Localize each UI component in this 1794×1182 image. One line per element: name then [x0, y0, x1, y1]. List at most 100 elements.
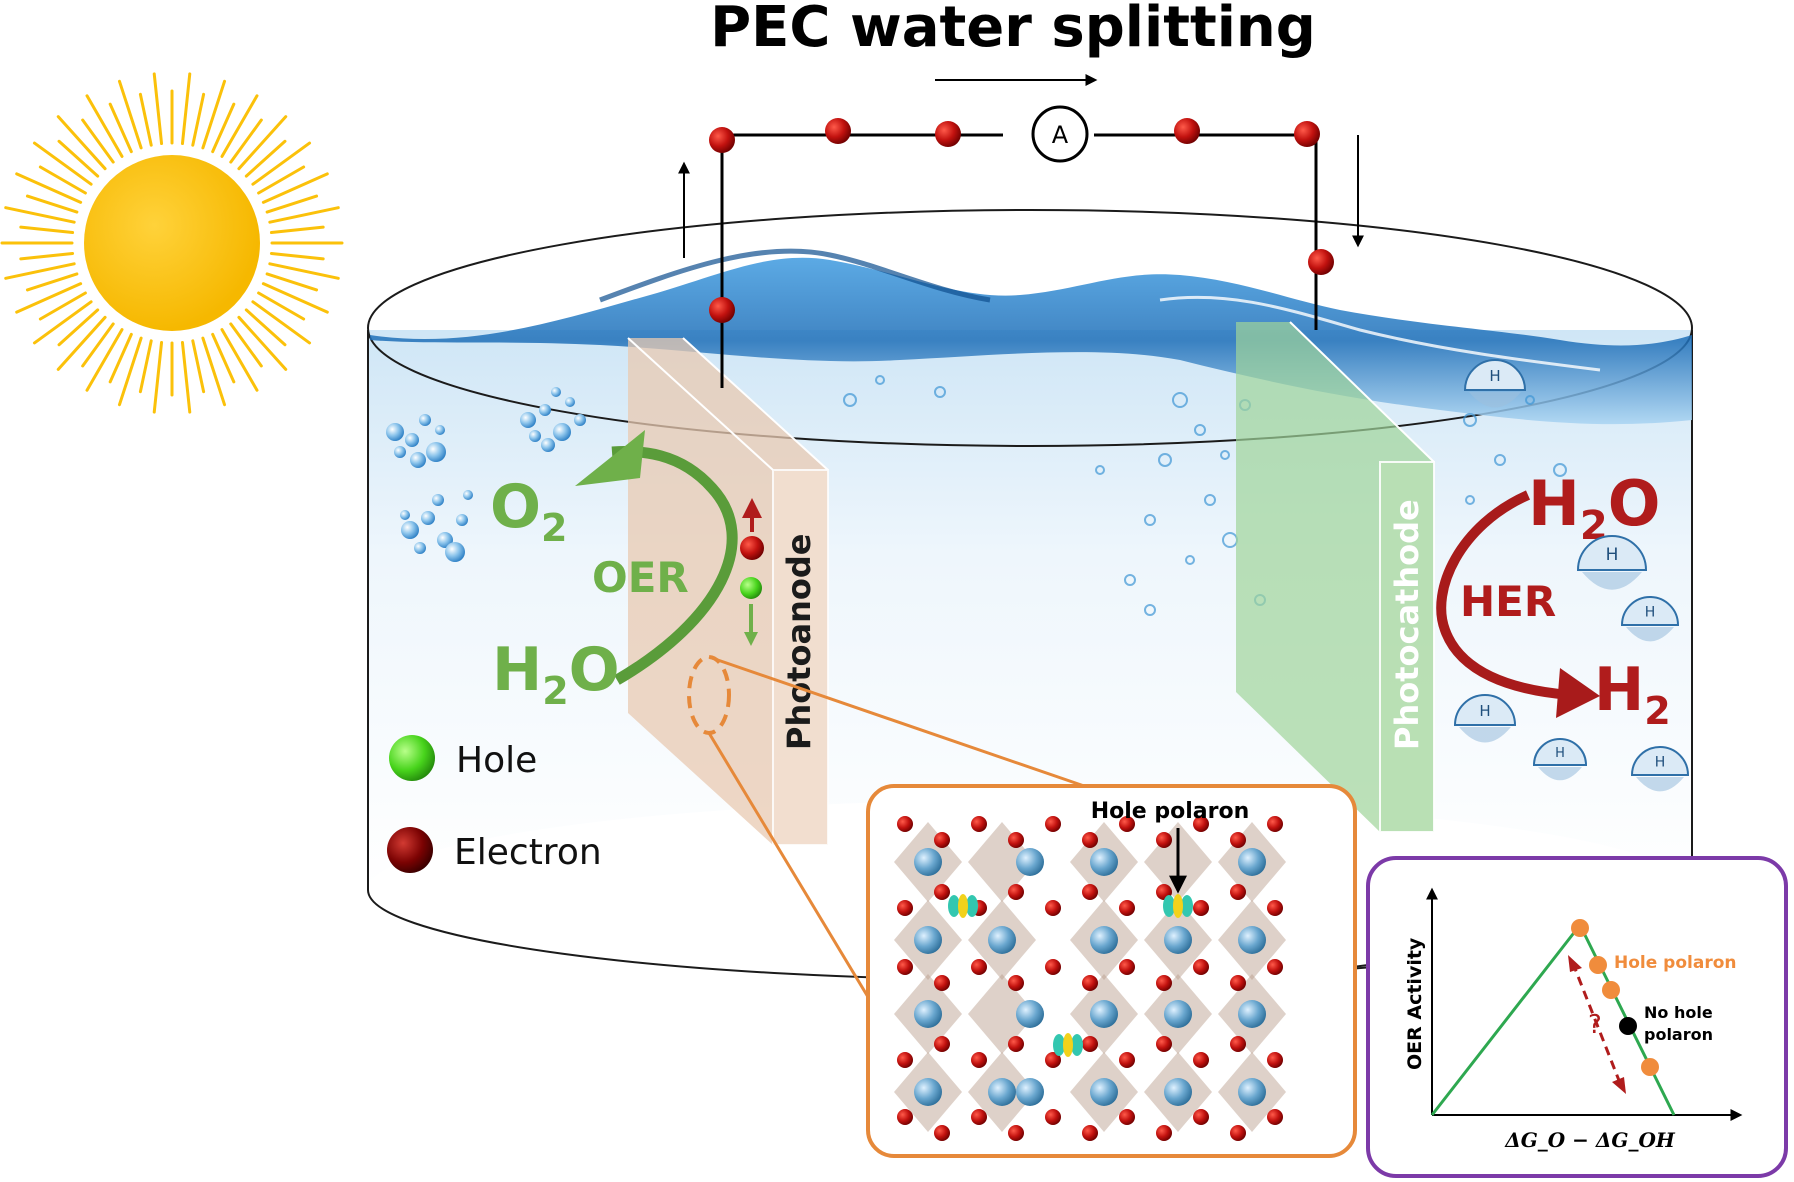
oxygen-atom	[1045, 959, 1061, 975]
svg-text:H: H	[1606, 545, 1619, 565]
her-label: HER	[1460, 577, 1556, 626]
trend-arrow	[1572, 965, 1622, 1084]
oxygen-atom	[1230, 975, 1246, 991]
sun-ray	[32, 141, 93, 186]
bubble	[386, 423, 404, 441]
oxygen-atom	[897, 816, 913, 832]
sun-ray	[261, 172, 329, 204]
oxygen-atom	[1008, 975, 1024, 991]
sun-ray	[19, 225, 75, 235]
water-droplet	[1463, 413, 1477, 427]
oxygen-atom	[1119, 959, 1135, 975]
crystal-structure-inset: Hole polaron	[866, 784, 1357, 1158]
oxygen-atom	[971, 1052, 987, 1068]
metal-atom	[1016, 1078, 1044, 1106]
water-droplet	[1525, 395, 1535, 405]
oxygen-atom	[897, 959, 913, 975]
bubble	[432, 494, 444, 506]
bubble	[421, 511, 435, 525]
metal-atom	[988, 926, 1016, 954]
oer-label: OER	[592, 553, 689, 602]
water-droplet	[875, 375, 885, 385]
water-droplet	[1185, 555, 1195, 565]
metal-atom	[1238, 926, 1266, 954]
electron-icon	[1174, 118, 1200, 144]
metal-atom	[1238, 1000, 1266, 1028]
oxygen-atom	[1008, 1125, 1024, 1141]
water-droplet	[1553, 463, 1567, 477]
hydrogen-bubble-icon: H	[1463, 359, 1527, 408]
oxygen-atom	[1082, 975, 1098, 991]
sun-ray	[220, 94, 259, 158]
sun-ray	[85, 94, 124, 158]
h2-product-label: H2	[1594, 655, 1671, 733]
metal-atom	[1090, 848, 1118, 876]
sun-ray	[261, 282, 329, 314]
oer-reaction: O2 OER H2O	[490, 430, 764, 735]
sun-ray	[265, 272, 319, 292]
oxygen-atom	[897, 1052, 913, 1068]
water-droplet	[1144, 514, 1156, 526]
water-droplet	[843, 393, 857, 407]
oxygen-atom	[1008, 884, 1024, 900]
sun-ray	[229, 322, 263, 368]
oxygen-atom	[1156, 975, 1172, 991]
electron-icon	[935, 121, 961, 147]
svg-text:H: H	[1479, 702, 1490, 720]
oxygen-atom	[1045, 1052, 1061, 1068]
sun-ray	[138, 339, 153, 394]
hole-legend-label: Hole	[456, 740, 537, 781]
data-point	[1641, 1058, 1659, 1076]
oxygen-atom	[1267, 1109, 1283, 1125]
metal-atom	[1090, 1078, 1118, 1106]
oxygen-atom	[1267, 816, 1283, 832]
oxygen-atom	[1082, 1125, 1098, 1141]
water-droplet	[934, 386, 946, 398]
x-axis-label: ΔG_O − ΔG_OH	[1504, 1128, 1676, 1152]
polyhedron	[968, 974, 1036, 1054]
bubble	[400, 510, 410, 520]
metal-atom	[914, 1000, 942, 1028]
sun-ray	[152, 72, 164, 146]
sun-ray	[269, 225, 325, 235]
oxygen-atom	[1082, 832, 1098, 848]
metal-atom	[1090, 1000, 1118, 1028]
electron-icon	[1308, 249, 1334, 275]
metal-atom	[988, 1078, 1016, 1106]
data-point	[1589, 956, 1607, 974]
sun-ray	[211, 332, 236, 384]
o2-product-label: O2	[490, 472, 567, 550]
bubble	[410, 452, 426, 468]
sun-ray	[237, 315, 288, 371]
sun-ray	[201, 336, 227, 407]
oxygen-atom	[934, 1125, 950, 1141]
sun-ray	[191, 92, 206, 147]
bubble	[401, 521, 419, 539]
oxygen-atom	[1156, 832, 1172, 848]
bubble	[419, 414, 431, 426]
svg-text:H: H	[1655, 755, 1666, 771]
hole-polaron-annotation: Hole polaron	[1614, 953, 1737, 973]
oxygen-atom	[897, 1109, 913, 1125]
sun-ray	[38, 291, 87, 321]
water-droplet	[1095, 465, 1105, 475]
no-hole-annotation-2: polaron	[1644, 1025, 1713, 1044]
sun-ray	[265, 194, 319, 214]
bubble	[426, 442, 446, 462]
sun-ray	[138, 92, 153, 147]
sun-ray	[211, 102, 236, 154]
metal-atom	[1016, 848, 1044, 876]
no-hole-annotation-1: No hole	[1644, 1003, 1713, 1022]
metal-atom	[1164, 1078, 1192, 1106]
electron-icon	[709, 127, 735, 153]
oxygen-atom	[1008, 1036, 1024, 1052]
metal-atom	[1164, 1000, 1192, 1028]
metal-atom	[1238, 1078, 1266, 1106]
electron-legend-icon	[387, 827, 433, 873]
page-title: PEC water splitting	[710, 0, 1316, 60]
oxygen-atom	[1119, 816, 1135, 832]
bubble	[435, 425, 445, 435]
electron-icon	[825, 118, 851, 144]
svg-text:H: H	[1489, 367, 1500, 385]
